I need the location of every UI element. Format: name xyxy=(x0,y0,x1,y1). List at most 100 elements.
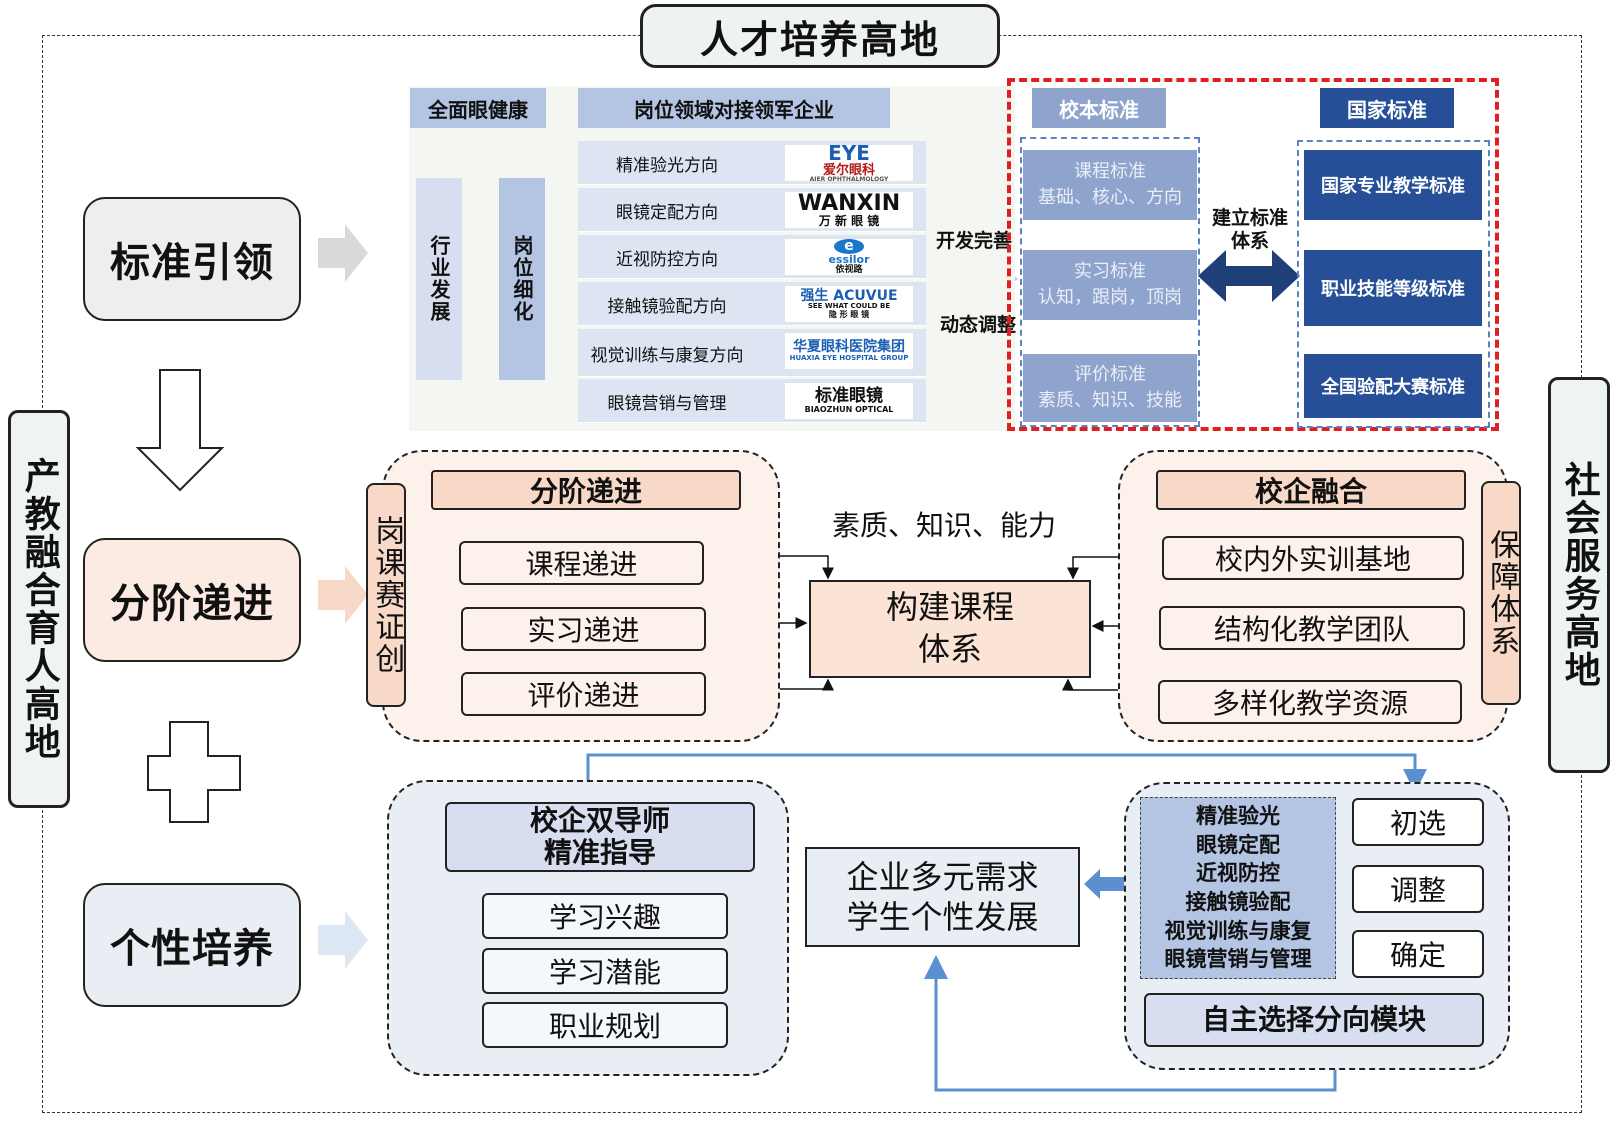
right-banner: 社会服务高地 xyxy=(1548,377,1610,773)
logo-main: 强生 ACUVUE xyxy=(800,287,898,304)
evaluation-std: 评价标准 素质、知识、技能 xyxy=(1023,354,1197,422)
national-std-label: 国家标准 xyxy=(1320,88,1454,128)
learning-interest: 学习兴趣 xyxy=(482,893,728,939)
direction-row: 眼镜定配方向 WANXIN 万 新 眼 镜 xyxy=(578,188,926,232)
training-base: 校内外实训基地 xyxy=(1162,536,1464,580)
logo-sub: 依视路 xyxy=(835,264,863,275)
direction-row: 精准验光方向 EYE 爱尔眼科 AIER OPHTHALMOLOGY xyxy=(578,141,926,185)
diagram-title: 人才培养高地 xyxy=(640,4,1000,68)
std-title: 课程标准 xyxy=(1074,160,1146,182)
core-line: 构建课程 xyxy=(885,588,1014,627)
direction-row: 接触镜验配方向 强生 ACUVUE SEE WHAT COULD BE 隐 形 … xyxy=(578,282,926,326)
internship-progress: 实习递进 xyxy=(461,607,706,651)
teaching-team: 结构化教学团队 xyxy=(1159,606,1465,650)
direction-row: 眼镜营销与管理 标准眼镜 BIAOZHUN OPTICAL xyxy=(578,379,926,423)
direction-label: 接触镜验配方向 xyxy=(607,296,727,317)
logo-main: 华夏眼科医院集团 xyxy=(793,338,905,355)
blue-link-top xyxy=(586,753,1427,793)
std-detail: 基础、核心、方向 xyxy=(1038,187,1182,208)
module-item: 接触镜验配 xyxy=(1185,890,1291,914)
module-selection-label: 自主选择分向模块 xyxy=(1144,993,1484,1047)
dual-mentor-head: 校企双导师 精准指导 xyxy=(445,802,755,872)
step-initial: 初选 xyxy=(1352,798,1484,846)
module-item: 精准验光 xyxy=(1196,804,1280,829)
blue-link-bottom xyxy=(924,955,1337,1092)
direction-label: 眼镜营销与管理 xyxy=(607,393,727,414)
direction-label: 眼镜定配方向 xyxy=(616,202,718,223)
arrow-right-gray xyxy=(318,224,368,282)
industry-dev-box: 行业发展 xyxy=(416,178,462,380)
guarantee-label: 保障体系 xyxy=(1481,481,1521,705)
dev-improve-label: 开发完善 xyxy=(935,229,1012,252)
core-line: 体系 xyxy=(917,630,982,668)
skill-level-std: 职业技能等级标准 xyxy=(1304,250,1482,326)
logo-biaozhun: 标准眼镜 BIAOZHUN OPTICAL xyxy=(785,383,913,419)
direction-row: 近视防控方向 e essilor 依视路 xyxy=(578,235,926,279)
left-banner: 产教融合育人高地 xyxy=(8,410,70,808)
module-item: 视觉训练与康复 xyxy=(1164,918,1312,943)
double-arrow-standard-system xyxy=(1198,250,1300,302)
evaluation-progress: 评价递进 xyxy=(461,672,706,716)
course-std: 课程标准 基础、核心、方向 xyxy=(1023,150,1197,220)
arrow-right-lightblue xyxy=(318,911,368,969)
progressive-head: 分阶递进 xyxy=(431,470,741,510)
logo-acuvue: 强生 ACUVUE SEE WHAT COULD BE 隐 形 眼 镜 xyxy=(785,286,913,322)
module-item: 眼镜定配 xyxy=(1196,832,1280,857)
logo-essilor: e essilor 依视路 xyxy=(785,239,913,275)
logo-sub: BIAOZHUN OPTICAL xyxy=(804,404,894,414)
dynamic-adjust-label: 动态调整 xyxy=(939,313,1016,336)
logo-huaxia: 华夏眼科医院集团 HUAXIA EYE HOSPITAL GROUP xyxy=(785,333,913,369)
post-domain-label: 岗位领域对接领军企业 xyxy=(578,88,890,128)
plus-icon xyxy=(147,721,241,823)
needs-line: 企业多元需求 xyxy=(846,858,1039,896)
post-refine-box: 岗位细化 xyxy=(499,178,545,380)
mentor-line: 校企双导师 xyxy=(529,803,670,837)
std-title: 评价标准 xyxy=(1074,363,1146,385)
post-course-label: 岗课赛证创 xyxy=(366,483,406,707)
step-confirm: 确定 xyxy=(1352,930,1484,978)
logo-main: 标准眼镜 xyxy=(815,385,883,406)
course-system-core: 构建课程 体系 xyxy=(809,580,1091,678)
arrow-right-peach xyxy=(318,566,368,624)
stage-personalized: 个性培养 xyxy=(83,883,301,1007)
logo-main: WANXIN xyxy=(797,191,901,217)
logo-tiny: AIER OPHTHALMOLOGY xyxy=(809,176,889,184)
school-std-label: 校本标准 xyxy=(1032,88,1166,128)
direction-label: 近视防控方向 xyxy=(616,249,718,270)
logo-sub: 爱尔眼科 xyxy=(822,162,875,178)
logo-wanxin: WANXIN 万 新 眼 镜 xyxy=(785,192,913,228)
teaching-resources: 多样化教学资源 xyxy=(1158,680,1462,724)
logo-sub: 万 新 眼 镜 xyxy=(818,214,880,229)
quality-caption: 素质、知识、能力 xyxy=(831,509,1056,542)
direction-module-list: 精准验光 眼镜定配 近视防控 接触镜验配 视觉训练与康复 眼镜营销与管理 xyxy=(1140,797,1336,979)
career-planning: 职业规划 xyxy=(482,1002,728,1048)
stage-progressive: 分阶递进 xyxy=(83,538,301,662)
standards-frame xyxy=(1007,78,1499,431)
national-std-frame xyxy=(1297,140,1490,428)
enterprise-needs-box: 企业多元需求 学生个性发展 xyxy=(805,847,1080,947)
mentor-line: 精准指导 xyxy=(543,836,656,869)
build-system-label: 建立标准体系 xyxy=(1211,207,1288,252)
internship-std: 实习标准 认知，跟岗，顶岗 xyxy=(1023,250,1197,320)
logo-sub: SEE WHAT COULD BE xyxy=(807,302,891,311)
hollow-down-arrow xyxy=(135,369,225,492)
course-progress: 课程递进 xyxy=(459,541,704,585)
logo-eye: EYE 爱尔眼科 AIER OPHTHALMOLOGY xyxy=(785,140,913,184)
essilor-icon: e xyxy=(834,239,864,255)
competition-std: 全国验配大赛标准 xyxy=(1304,354,1482,418)
direction-label: 视觉训练与康复方向 xyxy=(590,345,744,366)
school-std-frame xyxy=(1020,137,1200,427)
std-title: 实习标准 xyxy=(1074,260,1146,282)
stage-standard-lead: 标准引领 xyxy=(83,197,301,321)
needs-line: 学生个性发展 xyxy=(846,898,1039,936)
direction-label: 精准验光方向 xyxy=(616,155,718,176)
logo-main: EYE xyxy=(828,140,870,165)
std-detail: 认知，跟岗，顶岗 xyxy=(1038,287,1182,308)
direction-row: 视觉训练与康复方向 华夏眼科医院集团 HUAXIA EYE HOSPITAL G… xyxy=(578,329,926,377)
logo-tiny: 隐 形 眼 镜 xyxy=(828,309,870,319)
eye-health-label: 全面眼健康 xyxy=(410,88,546,128)
module-item: 近视防控 xyxy=(1196,861,1280,886)
integration-head: 校企融合 xyxy=(1156,470,1466,510)
step-adjust: 调整 xyxy=(1352,865,1484,913)
learning-potential: 学习潜能 xyxy=(482,948,728,994)
